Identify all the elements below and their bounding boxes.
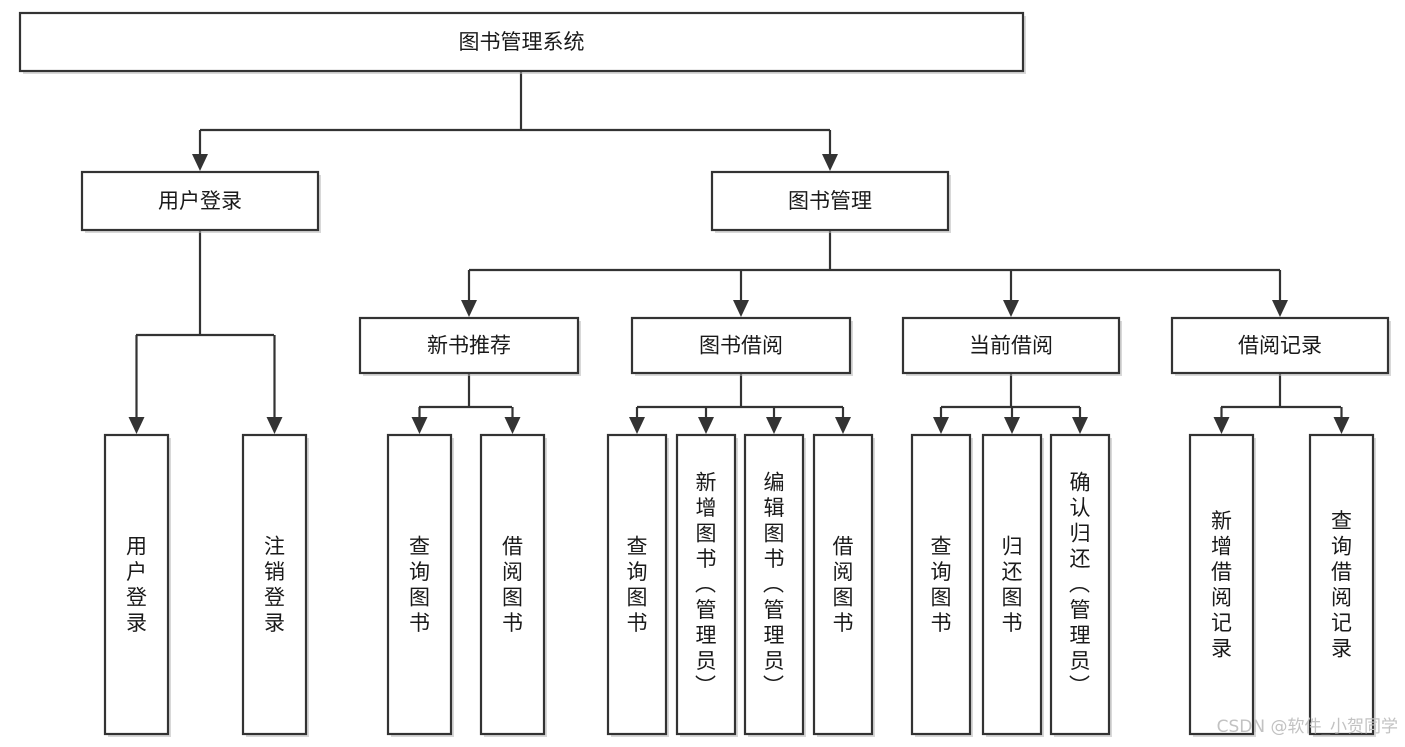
new-book-bus: [419, 373, 512, 409]
edge-arrow-leaf-edit-book: [766, 407, 782, 434]
root-bus: [200, 71, 830, 132]
borrow-record-bus: [1221, 373, 1341, 409]
node-user-login[interactable]: 用户登录: [80, 170, 321, 233]
book-mgmt-bus: [469, 230, 1280, 272]
edge-arrow-leaf-query-record: [1333, 407, 1350, 434]
node-label: 确认归还（管理员）: [1069, 471, 1091, 699]
node-borrow-record[interactable]: 借阅记录: [1170, 316, 1391, 376]
edge-arrow-leaf-add-record: [1213, 407, 1230, 434]
node-label: 借阅图书: [502, 534, 523, 635]
node-label: 借阅图书: [833, 534, 854, 635]
node-label: 用户登录: [158, 189, 242, 213]
edge-arrow-leaf-borrow-book-1: [504, 407, 521, 434]
node-current-borrow[interactable]: 当前借阅: [901, 316, 1122, 376]
node-leaf-add-book[interactable]: 新增图书（管理员）: [675, 433, 738, 737]
node-label: 查询图书: [627, 534, 648, 635]
node-leaf-query-book-3[interactable]: 查询图书: [910, 433, 973, 737]
node-label: 注销登录: [264, 534, 285, 635]
node-label: 查询图书: [409, 534, 430, 635]
edge-arrow-borrow-record: [1272, 270, 1288, 317]
node-label: 查询借阅记录: [1331, 509, 1352, 661]
node-label: 图书管理系统: [459, 30, 585, 54]
node-leaf-logout[interactable]: 注销登录: [241, 433, 309, 737]
edge-arrow-leaf-add-book: [698, 407, 714, 434]
edge-arrow-current-borrow: [1003, 270, 1019, 317]
edge-arrow-leaf-confirm-return: [1072, 407, 1088, 434]
node-label: 当前借阅: [969, 334, 1053, 358]
edge-arrow-leaf-query-book-1: [411, 407, 428, 434]
current-borrow-bus: [941, 373, 1080, 409]
node-leaf-confirm-return[interactable]: 确认归还（管理员）: [1049, 433, 1112, 737]
node-root[interactable]: 图书管理系统: [18, 11, 1026, 74]
node-layer: 图书管理系统用户登录图书管理新书推荐图书借阅当前借阅借阅记录用户登录注销登录查询…: [18, 11, 1391, 737]
node-leaf-user-login[interactable]: 用户登录: [103, 433, 171, 737]
edge-arrow-leaf-query-book-3: [933, 407, 949, 434]
node-label: 新书推荐: [427, 334, 511, 358]
edge-arrow-new-book-rec: [461, 270, 477, 317]
edge-arrow-book-borrow: [733, 270, 749, 317]
node-label: 编辑图书（管理员）: [763, 471, 785, 699]
book-borrow-bus: [637, 373, 843, 409]
node-label: 新增图书（管理员）: [695, 471, 717, 699]
node-leaf-query-book-2[interactable]: 查询图书: [606, 433, 669, 737]
node-new-book-rec[interactable]: 新书推荐: [358, 316, 581, 376]
connector-layer: [128, 71, 1350, 434]
node-label: 图书借阅: [699, 334, 783, 358]
node-leaf-query-book-1[interactable]: 查询图书: [386, 433, 454, 737]
user-login-bus: [136, 230, 274, 337]
node-leaf-add-record[interactable]: 新增借阅记录: [1188, 433, 1256, 737]
edge-arrow-user-login: [192, 130, 208, 171]
node-leaf-return-book[interactable]: 归还图书: [981, 433, 1044, 737]
node-label: 查询图书: [931, 534, 952, 635]
node-label: 归还图书: [1002, 534, 1023, 635]
node-book-borrow[interactable]: 图书借阅: [630, 316, 853, 376]
node-leaf-borrow-book-1[interactable]: 借阅图书: [479, 433, 547, 737]
node-label: 新增借阅记录: [1211, 509, 1232, 661]
node-book-mgmt[interactable]: 图书管理: [710, 170, 951, 233]
edge-arrow-leaf-return-book: [1004, 407, 1020, 434]
node-label: 借阅记录: [1238, 334, 1322, 358]
edge-arrow-leaf-borrow-book-2: [835, 407, 851, 434]
edge-arrow-leaf-logout: [266, 335, 283, 434]
node-leaf-borrow-book-2[interactable]: 借阅图书: [812, 433, 875, 737]
csdn-watermark: CSDN @软件_小贺同学: [1217, 717, 1398, 737]
node-leaf-edit-book[interactable]: 编辑图书（管理员）: [743, 433, 806, 737]
edge-arrow-leaf-user-login: [128, 335, 145, 434]
node-leaf-query-record[interactable]: 查询借阅记录: [1308, 433, 1376, 737]
edge-arrow-leaf-query-book-2: [629, 407, 645, 434]
node-label: 用户登录: [126, 534, 147, 635]
node-label: 图书管理: [788, 189, 872, 213]
edge-arrow-book-mgmt: [822, 130, 838, 171]
